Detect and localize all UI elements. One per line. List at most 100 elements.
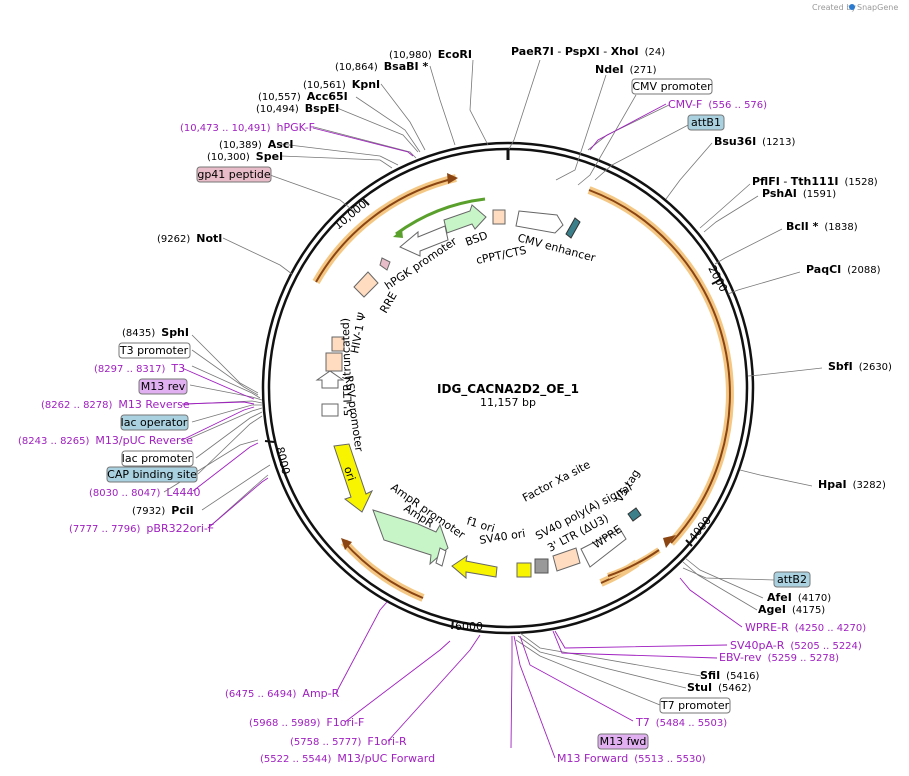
tick-mark-2000	[711, 279, 721, 285]
enzyme-acc65i: (10,557)Acc65I	[258, 90, 348, 103]
boxed-m13-fwd: M13 fwd	[597, 733, 649, 750]
rre-feature	[353, 271, 379, 298]
ampr-promoter-feature	[435, 547, 447, 567]
lac-region-feature	[321, 403, 339, 417]
primer-sv40pa-r: SV40pA-R(5205 .. 5224)	[730, 639, 862, 652]
enzyme-sbfi: SbfI(2630)	[828, 360, 892, 373]
credit-prefix: Created by	[812, 3, 856, 12]
orf-arrow-bottom-icon	[341, 538, 352, 550]
hpgk-promoter-feature	[399, 225, 449, 257]
primer-hpgk-f: (10,473 .. 10,491)hPGK-F	[180, 121, 315, 134]
orf-arc-main	[588, 189, 731, 544]
snapgene-logo-icon	[849, 4, 855, 10]
enzyme-kpni: (10,561)KpnI	[303, 78, 380, 91]
primer-amp-r: (6475 .. 6494)Amp-R	[225, 687, 340, 700]
cppt-label: cPPT/CTS	[475, 244, 528, 267]
enzyme-stui: StuI(5462)	[687, 681, 751, 694]
svg-text:gp41 peptide: gp41 peptide	[197, 168, 271, 181]
bsd-arrow-icon	[393, 229, 403, 238]
boxed-gp41-peptide: gp41 peptide	[196, 166, 272, 183]
cmv-enhancer-feature	[515, 210, 564, 234]
credit-brand: SnapGene	[857, 3, 898, 12]
ori-feature	[333, 443, 374, 513]
enzyme-bsu36i: Bsu36I(1213)	[714, 135, 796, 148]
tick-mark-8000	[264, 440, 275, 443]
boxed-attb1: attB1	[687, 114, 725, 131]
primer-f1ori-f: (5968 .. 5989)F1ori-F	[249, 716, 364, 729]
v5-tag-feature	[627, 507, 642, 522]
primer-leader-lines	[181, 103, 743, 759]
tick-mark-10000	[362, 198, 370, 206]
svg-text:M13 fwd: M13 fwd	[600, 735, 647, 748]
sv40-polya-feature	[534, 558, 549, 574]
enzyme-noti: (9262)NotI	[157, 232, 222, 245]
boxed-t3-promoter: T3 promoter	[118, 342, 191, 359]
primer-pbr322ori-f: (7777 .. 7796)pBR322ori-F	[69, 522, 214, 535]
orf-arc-left	[315, 177, 457, 283]
enzyme-paqci: PaqCI(2088)	[806, 263, 881, 276]
ampr-feature	[372, 509, 449, 566]
orf-highlight-bottom	[341, 539, 425, 602]
plasmid-size: 11,157 bp	[480, 396, 536, 409]
enzyme-pshai: PshAI(1591)	[762, 187, 836, 200]
rsv-promoter-feature	[315, 370, 345, 389]
bsd-arc	[395, 197, 486, 236]
enzyme-bcli: BclI *(1838)	[786, 220, 858, 233]
tick-mark-6000	[451, 619, 454, 630]
tick-6000: 6000	[455, 620, 483, 633]
enzyme-bspei: (10,494)BspEI	[256, 102, 339, 115]
enzyme-afei: AfeI(4170)	[767, 591, 831, 604]
primer-t7: T7(5484 .. 5503)	[635, 716, 727, 729]
orf-arrow-left-icon	[447, 173, 458, 184]
svg-text:T7 promoter: T7 promoter	[660, 699, 730, 712]
svg-text:lac promoter: lac promoter	[122, 452, 193, 465]
boxed-m13-rev: M13 rev	[138, 378, 188, 395]
primer-cmv-f: CMV-F(556 .. 576)	[668, 98, 767, 111]
wpre-feature	[580, 528, 627, 568]
svg-text:lac operator: lac operator	[121, 416, 188, 429]
svg-text:attB2: attB2	[777, 573, 807, 586]
primer-wpre-r: WPRE-R(4250 .. 4270)	[745, 621, 866, 634]
tick-mark-4000	[685, 539, 693, 547]
orf-arc-bottom	[343, 541, 424, 599]
enzyme-pflfi-tth111i: PflFI - Tth111I(1528)	[752, 175, 878, 188]
enzyme-pcii: (7932)PciI	[132, 504, 194, 517]
enzyme-paer7i-pspxi-xhoi: PaeR7I - PspXI - XhoI(24)	[511, 45, 665, 58]
cmv-enhancer-label: CMV enhancer	[516, 231, 597, 264]
svg-text:M13 rev: M13 rev	[141, 380, 186, 393]
enzyme-agei: AgeI(4175)	[758, 603, 825, 616]
primer-m13-puc-reverse: (8243 .. 8265)M13/pUC Reverse	[18, 434, 193, 447]
attb1-feature	[565, 217, 581, 239]
rre-label: RRE	[377, 290, 399, 316]
svg-text:CMV promoter: CMV promoter	[632, 80, 712, 93]
cppt-cts-feature	[492, 209, 506, 225]
orf-arrow-main-icon	[663, 535, 676, 548]
enzyme-sphi: (8435)SphI	[122, 326, 189, 339]
primer-f1ori-r: (5758 .. 5777)F1ori-R	[290, 735, 407, 748]
backbone-outer	[261, 141, 755, 635]
primer-l4440: (8030 .. 8047)L4440	[89, 486, 201, 499]
primer-t3: (8297 .. 8317)T3	[94, 362, 185, 375]
plasmid-name: IDG_CACNA2D2_OE_1	[437, 382, 579, 397]
enzyme-ndei: NdeI(271)	[595, 63, 657, 76]
boxed-t7-promoter: T7 promoter	[659, 697, 731, 714]
enzyme-spei: (10,300)SpeI	[207, 150, 283, 163]
primer-m13-puc-forward: (5522 .. 5544)M13/pUC Forward	[260, 752, 435, 765]
primer-m13-forward: M13 Forward(5513 .. 5530)	[557, 752, 706, 765]
primer-ebv-rev: EBV-rev(5259 .. 5278)	[719, 651, 839, 664]
boxed-lac-promoter: lac promoter	[121, 450, 194, 467]
hiv1-psi-feature	[331, 336, 345, 352]
svg-text:CAP binding site: CAP binding site	[107, 468, 197, 481]
tick-8000: 8000	[273, 446, 292, 476]
5ltr-label: 5' LTR (truncated)	[339, 318, 355, 417]
boxed-attb2: attB2	[773, 571, 811, 588]
enzyme-ecori: (10,980)EcoRI	[389, 48, 472, 61]
boxed-cmv-promoter: CMV promoter	[631, 78, 713, 95]
gp41-peptide-feature	[379, 257, 391, 271]
orf-arc-wpre	[607, 549, 660, 577]
enzyme-sfii: SfiI(5416)	[700, 669, 760, 682]
bsd-label: BSD	[464, 229, 490, 249]
bsd-feature	[443, 204, 487, 234]
boxed-lac-operator: lac operator	[120, 414, 189, 431]
